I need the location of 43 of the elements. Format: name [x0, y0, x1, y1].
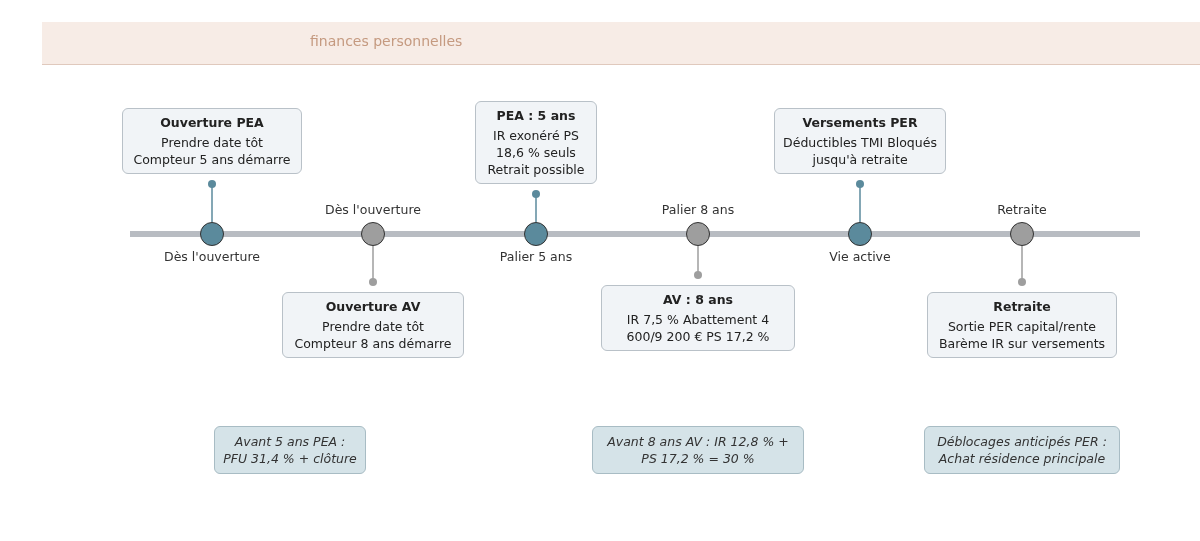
timeline-milestone-circle — [686, 222, 710, 246]
leader-line — [532, 190, 540, 223]
callout-text: Sortie PER capital/rente Barème IR sur versements — [938, 319, 1106, 351]
milestone-label: Palier 5 ans — [499, 249, 573, 264]
leader-line — [208, 180, 216, 223]
callout-heading: Versements PER — [801, 114, 919, 131]
callout-text: Prendre date tôt Compteur 5 ans démarre — [133, 135, 291, 167]
timeline-milestone-circle — [200, 222, 224, 246]
leader-line — [856, 180, 864, 223]
leader-line — [1018, 245, 1026, 286]
timeline-milestone-circle — [1010, 222, 1034, 246]
milestone-label: Retraite — [997, 202, 1047, 217]
callout-text: Déductibles TMI Bloqués jusqu'à retraite — [783, 135, 937, 167]
note-box — [592, 426, 804, 474]
milestone-label: Dès l'ouverture — [164, 249, 260, 264]
note-text: Avant 5 ans PEA : PFU 31,4 % + clôture — [223, 434, 357, 466]
note-text: Avant 8 ans AV : IR 12,8 % + PS 17,2 % = 30 % — [607, 434, 789, 466]
callout-box — [282, 292, 464, 358]
milestone-label: Palier 8 ans — [661, 202, 735, 217]
callout-heading: Ouverture PEA — [159, 114, 265, 131]
callout-text: IR exonéré PS 18,6 % seuls Retrait possible — [487, 128, 585, 177]
timeline-milestone-circle — [361, 222, 385, 246]
note-box — [214, 426, 366, 474]
timeline-milestone-circle — [848, 222, 872, 246]
callout-box — [601, 285, 795, 351]
note-text: Déblocages anticipés PER : Achat résidence principale — [937, 434, 1107, 466]
leader-line — [369, 245, 377, 286]
timeline-milestone-circle — [524, 222, 548, 246]
callout-box — [927, 292, 1117, 358]
callout-heading: Retraite — [992, 298, 1052, 315]
callout-box — [774, 108, 946, 174]
callout-heading: AV : 8 ans — [662, 291, 734, 308]
callout-text: IR 7,5 % Abattement 4 600/9 200 € PS 17,2 % — [626, 312, 770, 344]
callout-heading: PEA : 5 ans — [495, 107, 577, 124]
callout-box — [475, 101, 597, 184]
header-subtitle: finances personnelles — [310, 33, 463, 49]
milestone-label: Vie active — [829, 249, 891, 264]
callout-box — [122, 108, 302, 174]
callout-heading: Ouverture AV — [324, 298, 422, 315]
callout-text: Prendre date tôt Compteur 8 ans démarre — [294, 319, 452, 351]
note-box — [924, 426, 1120, 474]
leader-line — [694, 245, 702, 279]
milestone-label: Dès l'ouverture — [325, 202, 421, 217]
